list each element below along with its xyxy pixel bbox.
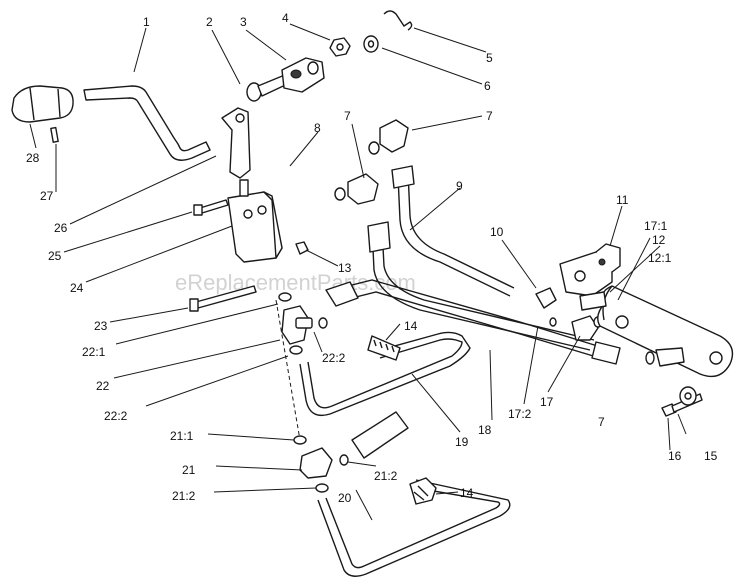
- callout-21-2b: 21:2: [172, 489, 196, 503]
- nut-13: [295, 241, 309, 255]
- callout-7b: 7: [344, 109, 351, 123]
- callout-14-lower: 14: [460, 486, 474, 500]
- callout-23: 23: [94, 319, 108, 333]
- watermark-text: eReplacementParts.com: [175, 270, 416, 295]
- bolt-25: [193, 199, 229, 216]
- hose-9: [391, 165, 515, 297]
- callout-20: 20: [338, 491, 352, 505]
- callout-13: 13: [338, 261, 352, 275]
- nut: [329, 37, 351, 57]
- hose-17: [325, 279, 621, 365]
- centerline: [275, 299, 301, 441]
- callout-21-2a: 21:2: [374, 469, 398, 483]
- callout-27: 27: [40, 189, 54, 203]
- clip-14-lower: [409, 477, 437, 505]
- lever-handle: [11, 85, 211, 161]
- elbow-fitting-upper: [368, 119, 409, 155]
- callout-22-2a: 22:2: [322, 351, 346, 365]
- callout-15: 15: [704, 449, 718, 463]
- callout-9: 9: [456, 179, 463, 193]
- callout-6: 6: [484, 79, 491, 93]
- callout-labels: 1 2 3 4 5 6 7 7 7 8 9 10 11 12 12:1 13 1…: [26, 11, 718, 505]
- washer: [363, 35, 379, 53]
- bolt-23: [189, 285, 257, 312]
- elbow-fitting-middle: [334, 173, 379, 205]
- hose-18: [367, 221, 595, 351]
- callout-22-1: 22:1: [82, 345, 106, 359]
- callout-2: 2: [206, 15, 213, 29]
- callout-26: 26: [54, 221, 68, 235]
- callout-17-1: 17:1: [644, 219, 668, 233]
- callout-24: 24: [70, 281, 84, 295]
- elbow-17-1: [549, 315, 603, 341]
- tee-fitting-22: [278, 292, 328, 355]
- callout-28: 28: [26, 151, 40, 165]
- callout-4: 4: [282, 11, 289, 25]
- cotter-pin: [383, 10, 413, 31]
- callout-14-upper: 14: [404, 319, 418, 333]
- callout-18: 18: [478, 423, 492, 437]
- callout-17-2: 17:2: [508, 407, 532, 421]
- callout-12: 12: [652, 233, 666, 247]
- callout-12-1: 12:1: [648, 251, 672, 265]
- spring-14-upper: [367, 335, 401, 361]
- callout-8: 8: [314, 121, 321, 135]
- fitting-10: [535, 287, 557, 309]
- callout-5: 5: [486, 51, 493, 65]
- callout-7a: 7: [486, 109, 493, 123]
- fitting-7-lower: [645, 347, 685, 367]
- washer-15: [679, 386, 697, 406]
- callout-3: 3: [240, 15, 247, 29]
- callout-25: 25: [48, 249, 62, 263]
- adapter-21: [351, 411, 409, 459]
- tube-19: [299, 331, 471, 417]
- callout-10: 10: [490, 225, 504, 239]
- hydraulic-cylinder: [579, 285, 734, 378]
- callout-1: 1: [143, 15, 150, 29]
- leader-lines: [29, 23, 687, 521]
- callout-7c: 7: [598, 415, 605, 429]
- callout-11: 11: [616, 193, 629, 207]
- callout-22-2b: 22:2: [104, 409, 128, 423]
- tube-20: [317, 479, 511, 577]
- callout-19: 19: [455, 435, 469, 449]
- callout-17: 17: [540, 395, 554, 409]
- callout-16: 16: [668, 449, 682, 463]
- pivot-block: [281, 57, 325, 93]
- callout-21-1: 21:1: [170, 429, 194, 443]
- bracket-plate: [221, 107, 251, 179]
- tee-fitting-21: [293, 435, 349, 493]
- callout-21: 21: [182, 463, 196, 477]
- bracket-11: [559, 243, 621, 297]
- valve-body: [227, 179, 283, 263]
- callout-22: 22: [96, 379, 110, 393]
